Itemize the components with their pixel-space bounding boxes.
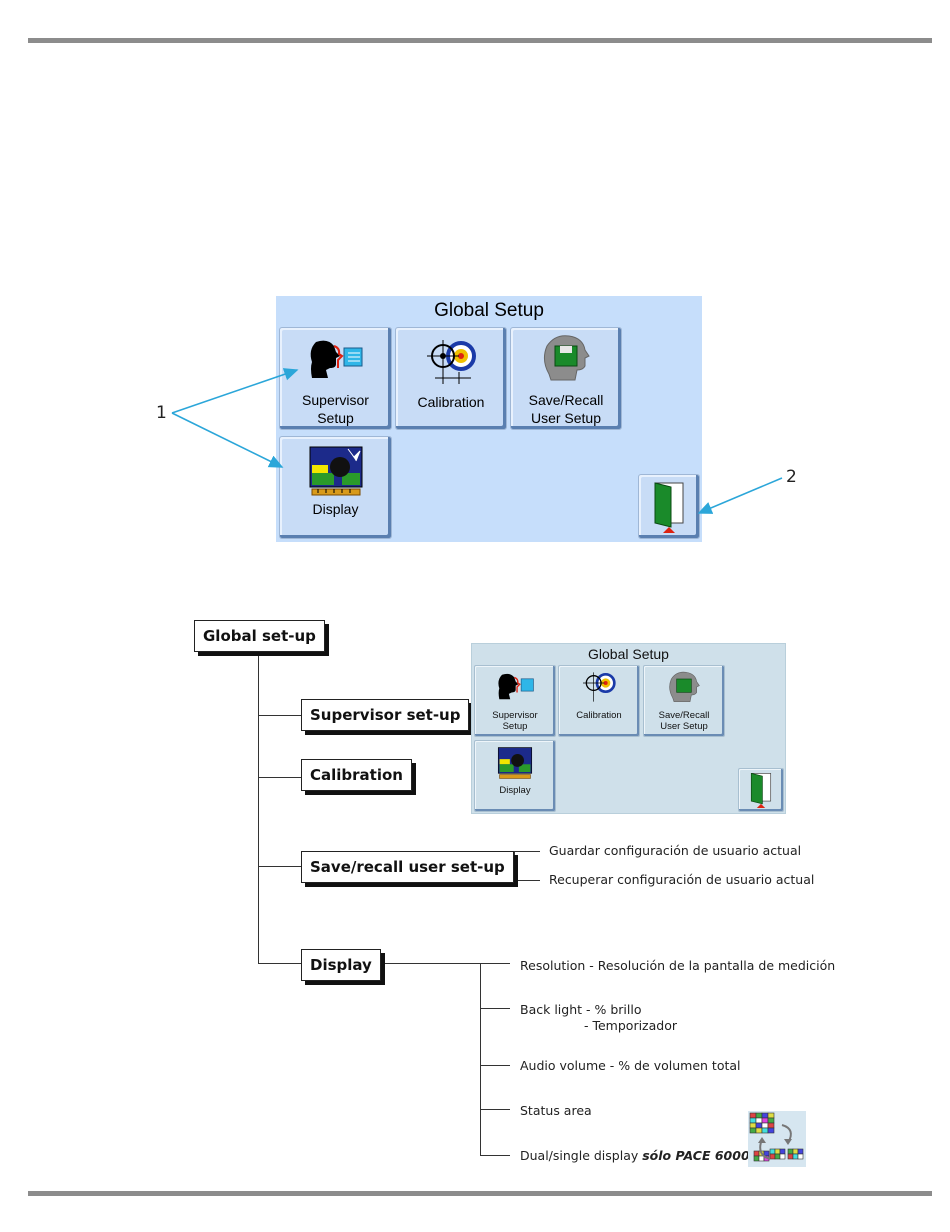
dual-bold: sólo PACE 6000 bbox=[642, 1148, 750, 1163]
display-opt4-line bbox=[480, 1109, 510, 1110]
global-setup-screen: Global Setup Supervisor Setup Calibratio… bbox=[276, 296, 702, 542]
supervisor-icon bbox=[310, 340, 363, 378]
display-option-resolution: Resolution - Resolución de la pantalla d… bbox=[520, 958, 836, 973]
calibration-button[interactable]: Calibration bbox=[395, 327, 507, 430]
calibration-target-icon bbox=[427, 340, 476, 384]
save-option-2: Recuperar configuración de usuario actua… bbox=[549, 872, 815, 887]
box-display: Display bbox=[301, 949, 381, 981]
branch-supervisor bbox=[258, 715, 301, 716]
callout-2: 2 bbox=[786, 467, 797, 487]
thumb-calibration-label: Calibration bbox=[576, 710, 622, 721]
display-opt1-line bbox=[480, 963, 510, 964]
save-recall-label-1: Save/Recall bbox=[528, 392, 604, 408]
display-label: Display bbox=[312, 501, 359, 517]
display-opt5-line bbox=[480, 1155, 510, 1156]
display-option-backlight-timer: - Temporizador bbox=[584, 1018, 677, 1033]
top-rule bbox=[28, 38, 932, 43]
save-recall-head-icon bbox=[543, 335, 590, 381]
display-opt3-line bbox=[480, 1065, 510, 1066]
calibration-label: Calibration bbox=[417, 394, 485, 410]
exit-door-icon bbox=[654, 482, 684, 533]
exit-door-icon bbox=[750, 772, 772, 808]
thumbnail-title: Global Setup bbox=[588, 646, 669, 662]
display-connector bbox=[381, 963, 481, 964]
save-recall-button[interactable]: Save/Recall User Setup bbox=[510, 327, 622, 430]
trunk-line bbox=[258, 652, 259, 964]
display-option-dual: Dual/single display sólo PACE 6000 bbox=[520, 1148, 750, 1163]
branch-display bbox=[258, 963, 301, 964]
thumb-supervisor-button: Supervisor Setup bbox=[474, 665, 556, 737]
thumb-save-label-1: Save/Recall bbox=[658, 710, 710, 721]
save-recall-head-icon bbox=[669, 671, 700, 702]
branch-calibration bbox=[258, 777, 301, 778]
display-vertical bbox=[480, 963, 481, 1156]
branch-save bbox=[258, 866, 301, 867]
exit-button[interactable] bbox=[638, 474, 700, 539]
display-option-status: Status area bbox=[520, 1103, 592, 1118]
box-global-setup: Global set-up bbox=[194, 620, 325, 652]
dual-display-icon bbox=[748, 1111, 806, 1167]
supervisor-label-2: Setup bbox=[317, 410, 354, 426]
display-icon bbox=[497, 747, 533, 779]
thumb-exit-button bbox=[738, 768, 784, 812]
global-setup-thumbnail: Global Setup Supervisor Setup Calibratio… bbox=[471, 643, 786, 814]
display-icon bbox=[309, 446, 363, 496]
save-option-1: Guardar configuración de usuario actual bbox=[549, 843, 802, 858]
screen-title: Global Setup bbox=[434, 300, 544, 321]
box-save-recall: Save/recall user set-up bbox=[301, 851, 514, 883]
supervisor-label-1: Supervisor bbox=[302, 392, 369, 408]
thumb-calibration-button: Calibration bbox=[558, 665, 640, 737]
thumb-save-recall-button: Save/Recall User Setup bbox=[643, 665, 725, 737]
display-option-backlight: Back light - % brillo bbox=[520, 1002, 642, 1017]
thumb-supervisor-label-2: Setup bbox=[502, 721, 528, 732]
supervisor-icon bbox=[498, 673, 534, 700]
callout-1: 1 bbox=[156, 403, 167, 423]
callout-arrows bbox=[171, 368, 783, 514]
bottom-rule bbox=[28, 1191, 932, 1196]
save-recall-label-2: User Setup bbox=[530, 410, 602, 426]
thumb-display-label: Display bbox=[499, 785, 531, 796]
save-vertical bbox=[514, 851, 515, 881]
thumb-display-button: Display bbox=[474, 740, 556, 812]
box-calibration: Calibration bbox=[301, 759, 412, 791]
display-opt2-line bbox=[480, 1008, 510, 1009]
calibration-target-icon bbox=[583, 672, 616, 702]
box-supervisor-setup: Supervisor set-up bbox=[301, 699, 470, 731]
save-opt2-line bbox=[514, 880, 540, 881]
save-opt1-line bbox=[514, 851, 540, 852]
dual-prefix: Dual/single display bbox=[520, 1148, 643, 1163]
thumb-save-label-2: User Setup bbox=[660, 721, 708, 732]
display-button[interactable]: Display bbox=[279, 436, 392, 539]
display-option-audio: Audio volume - % de volumen total bbox=[520, 1058, 741, 1073]
thumb-supervisor-label-1: Supervisor bbox=[492, 710, 538, 721]
